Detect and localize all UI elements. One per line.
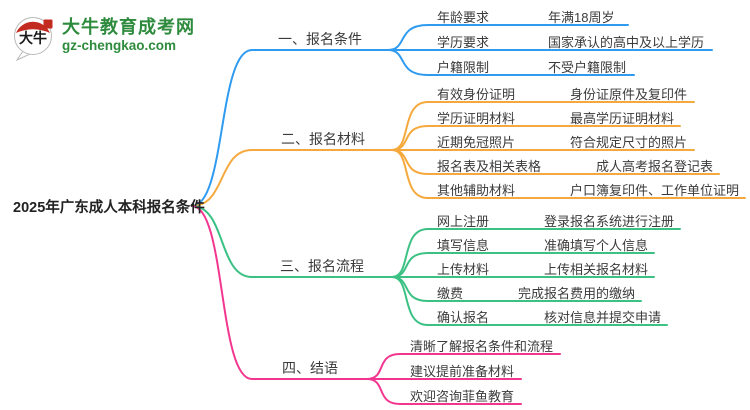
subtopic-label[interactable]: 建议提前准备材料 (410, 364, 515, 379)
branch-curve (191, 149, 393, 207)
subtopic-label[interactable]: 其他辅助材料 (437, 183, 516, 198)
branch-topic[interactable]: 四、结语 (282, 360, 338, 376)
subtopic-label[interactable]: 近期免冠照片 (437, 135, 516, 150)
subtopic-label[interactable]: 上传材料 (437, 262, 490, 277)
subtopic-underline (387, 49, 635, 76)
branch-curve (191, 205, 393, 278)
branch-topic[interactable]: 一、报名条件 (278, 31, 362, 47)
subtopic-value[interactable]: 准确填写个人信息 (544, 238, 649, 253)
logo-seal-icon (43, 19, 53, 29)
subtopic-underline (391, 276, 668, 326)
subtopic-label[interactable]: 年龄要求 (437, 10, 490, 25)
branch-curve (191, 49, 389, 207)
subtopic-value[interactable]: 身份证原件及复印件 (570, 87, 688, 102)
site-name: 大牛教育成考网 (62, 16, 195, 37)
site-url: gz-chengkao.com (62, 38, 177, 54)
logo-red-cap-icon (16, 21, 50, 33)
subtopic-label[interactable]: 报名表及相关表格 (437, 159, 542, 174)
subtopic-label[interactable]: 户籍限制 (437, 60, 490, 75)
subtopic-label[interactable]: 学历要求 (437, 35, 490, 50)
subtopic-underline (391, 149, 746, 199)
subtopic-label[interactable]: 网上注册 (437, 214, 490, 229)
subtopic-value[interactable]: 国家承认的高中及以上学历 (548, 35, 705, 50)
site-logo-icon: 大牛 (14, 17, 53, 61)
subtopic-underline (366, 378, 522, 405)
subtopic-value[interactable]: 完成报名费用的缴纳 (518, 286, 636, 301)
subtopic-value[interactable]: 最高学历证明材料 (570, 111, 675, 126)
root-topic[interactable]: 2025年广东成人本科报名条件 (13, 200, 205, 216)
subtopic-value[interactable]: 符合规定尺寸的照片 (570, 135, 688, 150)
subtopic-value[interactable]: 登录报名系统进行注册 (544, 214, 675, 229)
subtopic-label[interactable]: 填写信息 (437, 238, 490, 253)
subtopic-label[interactable]: 欢迎咨询菲鱼教育 (410, 389, 515, 404)
subtopic-value[interactable]: 成人高考报名登记表 (596, 159, 714, 174)
subtopic-label[interactable]: 确认报名 (437, 310, 490, 325)
subtopic-label[interactable]: 有效身份证明 (437, 87, 516, 102)
subtopic-value[interactable]: 上传相关报名材料 (544, 262, 649, 277)
branch-topic[interactable]: 二、报名材料 (281, 131, 365, 147)
logo-icon-text: 大牛 (19, 30, 47, 46)
branch-curve (191, 205, 368, 380)
subtopic-value[interactable]: 核对信息并提交申请 (544, 310, 662, 325)
subtopic-label[interactable]: 缴费 (437, 286, 464, 301)
subtopic-label[interactable]: 清晰了解报名条件和流程 (410, 339, 554, 354)
subtopic-value[interactable]: 年满18周岁 (548, 10, 615, 25)
subtopic-label[interactable]: 学历证明材料 (437, 111, 516, 126)
subtopic-value[interactable]: 不受户籍限制 (548, 60, 627, 75)
subtopic-value[interactable]: 户口簿复印件、工作单位证明 (570, 183, 740, 198)
site-logo[interactable]: 大牛 大牛教育成考网 gz-chengkao.com (10, 11, 195, 61)
branch-topic[interactable]: 三、报名流程 (280, 258, 364, 274)
